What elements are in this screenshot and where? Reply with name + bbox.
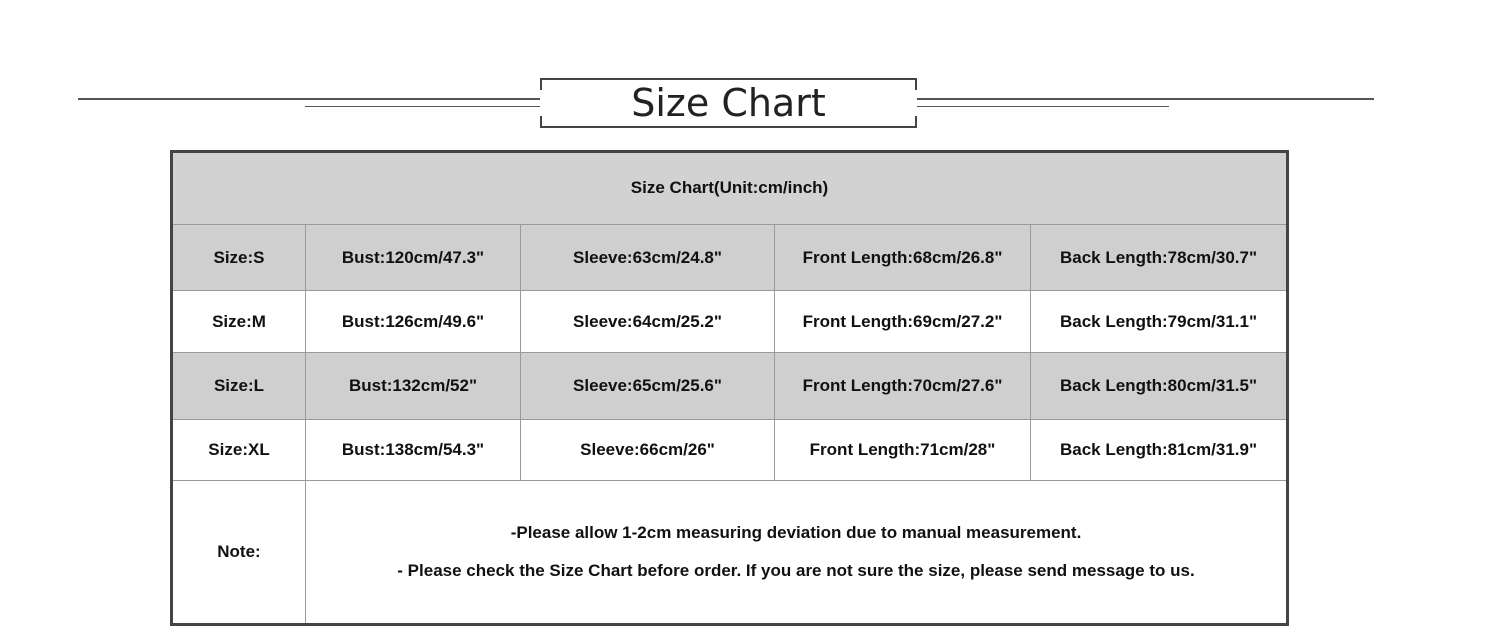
title-frame-bottom (540, 126, 917, 128)
size-table: Size Chart(Unit:cm/inch) Size:S Bust:120… (170, 150, 1290, 626)
title-frame: Size Chart (540, 78, 917, 128)
title-frame-top-left (540, 78, 542, 90)
back-length-cell: Back Length:79cm/31.1" (1029, 290, 1289, 354)
sleeve-cell: Sleeve:64cm/25.2" (520, 290, 775, 354)
table-row: Size:S Bust:120cm/47.3" Sleeve:63cm/24.8… (171, 223, 1289, 292)
table-row: Size:M Bust:126cm/49.6" Sleeve:64cm/25.2… (171, 290, 1289, 354)
page-title: Size Chart (631, 81, 826, 125)
sleeve-cell: Sleeve:63cm/24.8" (520, 223, 775, 292)
size-cell: Size:L (171, 352, 306, 420)
banner-rule-right (917, 98, 1374, 100)
banner-rule-left (78, 98, 540, 100)
front-length-cell: Front Length:70cm/27.6" (774, 352, 1031, 420)
size-chart-banner: Size Chart (0, 0, 1500, 140)
size-cell: Size:M (171, 290, 306, 354)
table-header: Size Chart(Unit:cm/inch) (170, 151, 1289, 225)
bust-cell: Bust:132cm/52" (305, 352, 521, 420)
sleeve-cell: Sleeve:66cm/26" (520, 418, 775, 482)
size-cell: Size:S (171, 223, 306, 292)
front-length-cell: Front Length:68cm/26.8" (774, 223, 1031, 292)
bust-cell: Bust:120cm/47.3" (305, 223, 521, 292)
table-row: Size:XL Bust:138cm/54.3" Sleeve:66cm/26"… (171, 418, 1289, 482)
back-length-cell: Back Length:80cm/31.5" (1029, 352, 1289, 420)
note-label: Note: (171, 480, 306, 625)
note-line: -Please allow 1-2cm measuring deviation … (510, 523, 1082, 543)
title-frame-top (540, 78, 917, 80)
table-header-row: Size Chart(Unit:cm/inch) (170, 151, 1289, 225)
note-line: - Please check the Size Chart before ord… (397, 561, 1195, 581)
bust-cell: Bust:126cm/49.6" (305, 290, 521, 354)
size-cell: Size:XL (171, 418, 306, 482)
note-row: Note: -Please allow 1-2cm measuring devi… (171, 480, 1289, 625)
title-frame-bottom-right (915, 116, 917, 128)
front-length-cell: Front Length:69cm/27.2" (774, 290, 1031, 354)
back-length-cell: Back Length:81cm/31.9" (1029, 418, 1289, 482)
note-body: -Please allow 1-2cm measuring deviation … (304, 480, 1289, 625)
title-frame-bottom-left (540, 116, 542, 128)
title-frame-top-right (915, 78, 917, 90)
banner-rule-left-inner (305, 106, 540, 107)
banner-rule-right-inner (917, 106, 1169, 107)
back-length-cell: Back Length:78cm/30.7" (1029, 223, 1289, 292)
table-row: Size:L Bust:132cm/52" Sleeve:65cm/25.6" … (171, 352, 1289, 420)
bust-cell: Bust:138cm/54.3" (305, 418, 521, 482)
sleeve-cell: Sleeve:65cm/25.6" (520, 352, 775, 420)
front-length-cell: Front Length:71cm/28" (774, 418, 1031, 482)
